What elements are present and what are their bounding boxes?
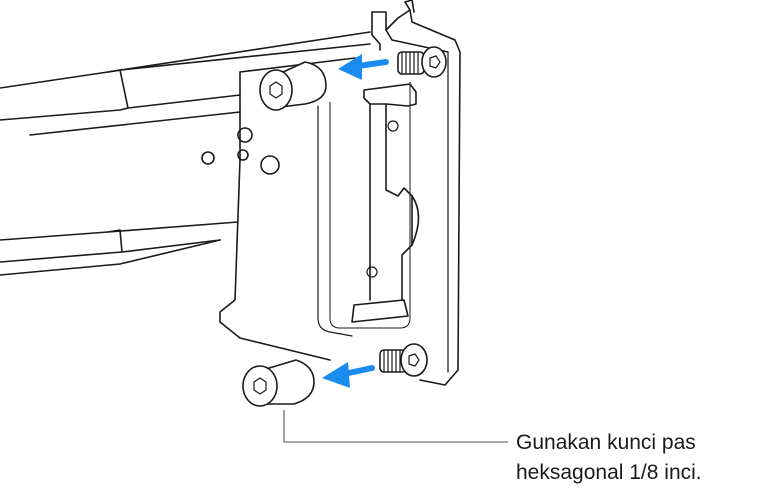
callout-line-1: Gunakan kunci pas — [516, 431, 696, 454]
callout-line-2: heksagonal 1/8 inci. — [516, 461, 702, 484]
arrow-bottom — [322, 362, 375, 388]
screw-top-installed — [397, 46, 447, 78]
inner-bracket-plate — [201, 57, 356, 361]
screw-bottom-installed — [379, 343, 428, 377]
callout-leader-line — [283, 410, 508, 443]
hex-standoff-bottom — [242, 359, 315, 407]
arrow-top — [338, 54, 389, 80]
rail-body — [0, 31, 371, 276]
callout-text: Gunakan kunci pas heksagonal 1/8 inci. — [516, 428, 778, 488]
mounting-flange — [317, 0, 461, 386]
hex-standoff-top — [259, 61, 327, 111]
